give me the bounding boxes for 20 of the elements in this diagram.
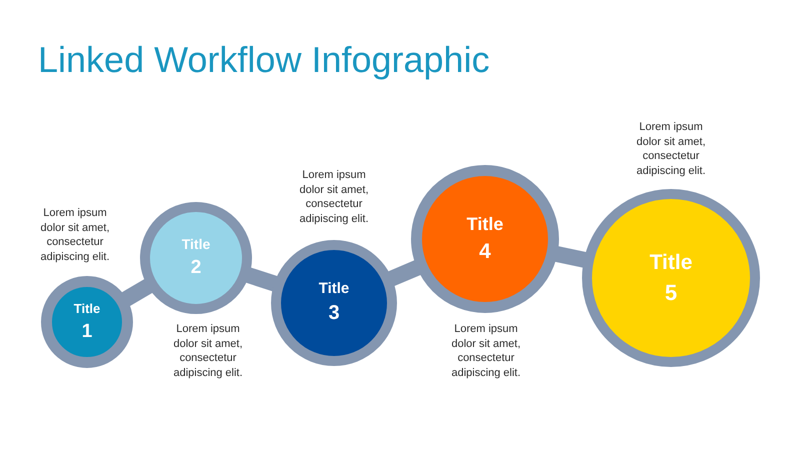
description-text: Lorem ipsum dolor sit amet, consectetur adipiscing elit. bbox=[450, 322, 522, 380]
step-title: Title bbox=[650, 250, 692, 276]
step-title: Title bbox=[466, 213, 504, 236]
description-text: Lorem ipsum dolor sit amet, consectetur adipiscing elit. bbox=[172, 322, 244, 380]
diagram-title: Linked Workflow Infographic bbox=[38, 38, 490, 82]
step-title: Title bbox=[318, 280, 350, 298]
description-text: Lorem ipsum dolor sit amet, consectetur adipiscing elit. bbox=[635, 120, 707, 178]
connector-band bbox=[388, 260, 421, 286]
step-number: 2 bbox=[190, 256, 202, 280]
step-number: 1 bbox=[82, 320, 92, 344]
step-number: 5 bbox=[664, 278, 678, 306]
description-text: Lorem ipsum dolor sit amet, consectetur adipiscing elit. bbox=[298, 168, 370, 226]
connector-band bbox=[554, 246, 586, 268]
step-number: 4 bbox=[479, 238, 491, 265]
step-title: Title bbox=[182, 236, 210, 254]
step-title: Title bbox=[74, 300, 100, 317]
step-number: 3 bbox=[328, 301, 340, 326]
connector-band bbox=[246, 267, 278, 292]
description-text: Lorem ipsum dolor sit amet, consectetur adipiscing elit. bbox=[39, 206, 111, 264]
connector-band bbox=[122, 278, 153, 306]
